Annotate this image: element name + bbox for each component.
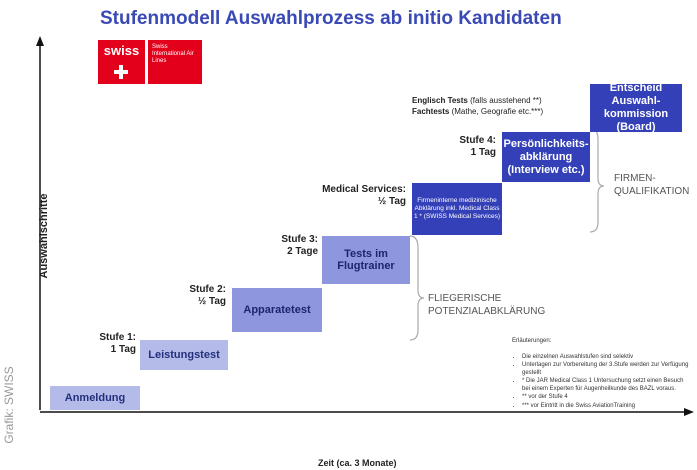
step-box-apparatetest: Apparatetest xyxy=(232,288,322,332)
english-tests-label: Englisch Tests xyxy=(412,96,468,105)
note-item: *** vor Eintritt in die Swiss AviationTr… xyxy=(522,403,692,411)
step-label-1: Stufe 1: 1 Tag xyxy=(99,332,136,355)
group-label-firmen: FIRMEN- QUALIFIKATION xyxy=(614,173,690,197)
x-axis-label: Zeit (ca. 3 Monate) xyxy=(318,458,397,468)
note-item: Die einzelnen Auswahlstufen sind selekti… xyxy=(522,354,692,362)
x-axis-arrow-icon xyxy=(684,408,694,416)
logo-airline-name: Swiss International Air Lines xyxy=(148,40,202,84)
note-item: Unterlagen zur Vorbereitung der 3.Stufe … xyxy=(522,362,692,377)
step-label-2: Stufe 2: ½ Tag xyxy=(189,284,226,307)
y-axis-arrow-icon xyxy=(36,36,44,46)
step-label-medical: Medical Services: ½ Tag xyxy=(322,184,406,207)
notes-box: Erläuterungen: Die einzelnen Auswahlstuf… xyxy=(512,338,692,411)
english-tests-note: (falls ausstehend **) xyxy=(467,96,542,105)
logo-word: swiss xyxy=(103,43,140,58)
diagram-title: Stufenmodell Auswahlprozess ab initio Ka… xyxy=(100,8,562,29)
brace-firmen xyxy=(589,127,605,233)
swiss-cross-icon xyxy=(113,64,129,80)
swiss-logo: swiss xyxy=(98,40,145,84)
image-credit: Grafik: SWISS xyxy=(2,366,16,444)
y-axis-label: Auswahlschritte xyxy=(38,193,50,279)
fach-tests-label: Fachtests xyxy=(412,107,450,116)
brace-flieger xyxy=(409,235,425,341)
step-box-medical: Firmeninterne medizinische Abklärung ink… xyxy=(412,183,502,235)
step-box-persoenlichkeit: Persönlichkeits-abklärung (Interview etc… xyxy=(502,132,590,182)
step-box-anmeldung: Anmeldung xyxy=(50,386,140,410)
step-box-leistungstest: Leistungstest xyxy=(140,340,228,370)
group-label-flieger: FLIEGERISCHE POTENZIALABKLÄRUNG xyxy=(428,293,546,317)
notes-heading: Erläuterungen: xyxy=(512,338,552,344)
fach-tests-note: (Mathe, Geografie etc.***) xyxy=(449,107,544,116)
step-label-4: Stufe 4: 1 Tag xyxy=(459,135,496,158)
step-box-entscheid: Entscheid Auswahl-kommission (Board) xyxy=(590,82,682,133)
step-label-3: Stufe 3: 2 Tage xyxy=(281,234,318,257)
note-item: ** vor der Stufe 4 xyxy=(522,394,692,402)
step-box-flugtrainer: Tests im Flugtrainer xyxy=(322,236,410,284)
note-item: * Die JAR Medical Class 1 Untersuchung s… xyxy=(522,378,692,393)
extra-tests: Englisch Tests (falls ausstehend **) Fac… xyxy=(412,95,587,117)
notes-list: Die einzelnen Auswahlstufen sind selekti… xyxy=(512,354,692,411)
